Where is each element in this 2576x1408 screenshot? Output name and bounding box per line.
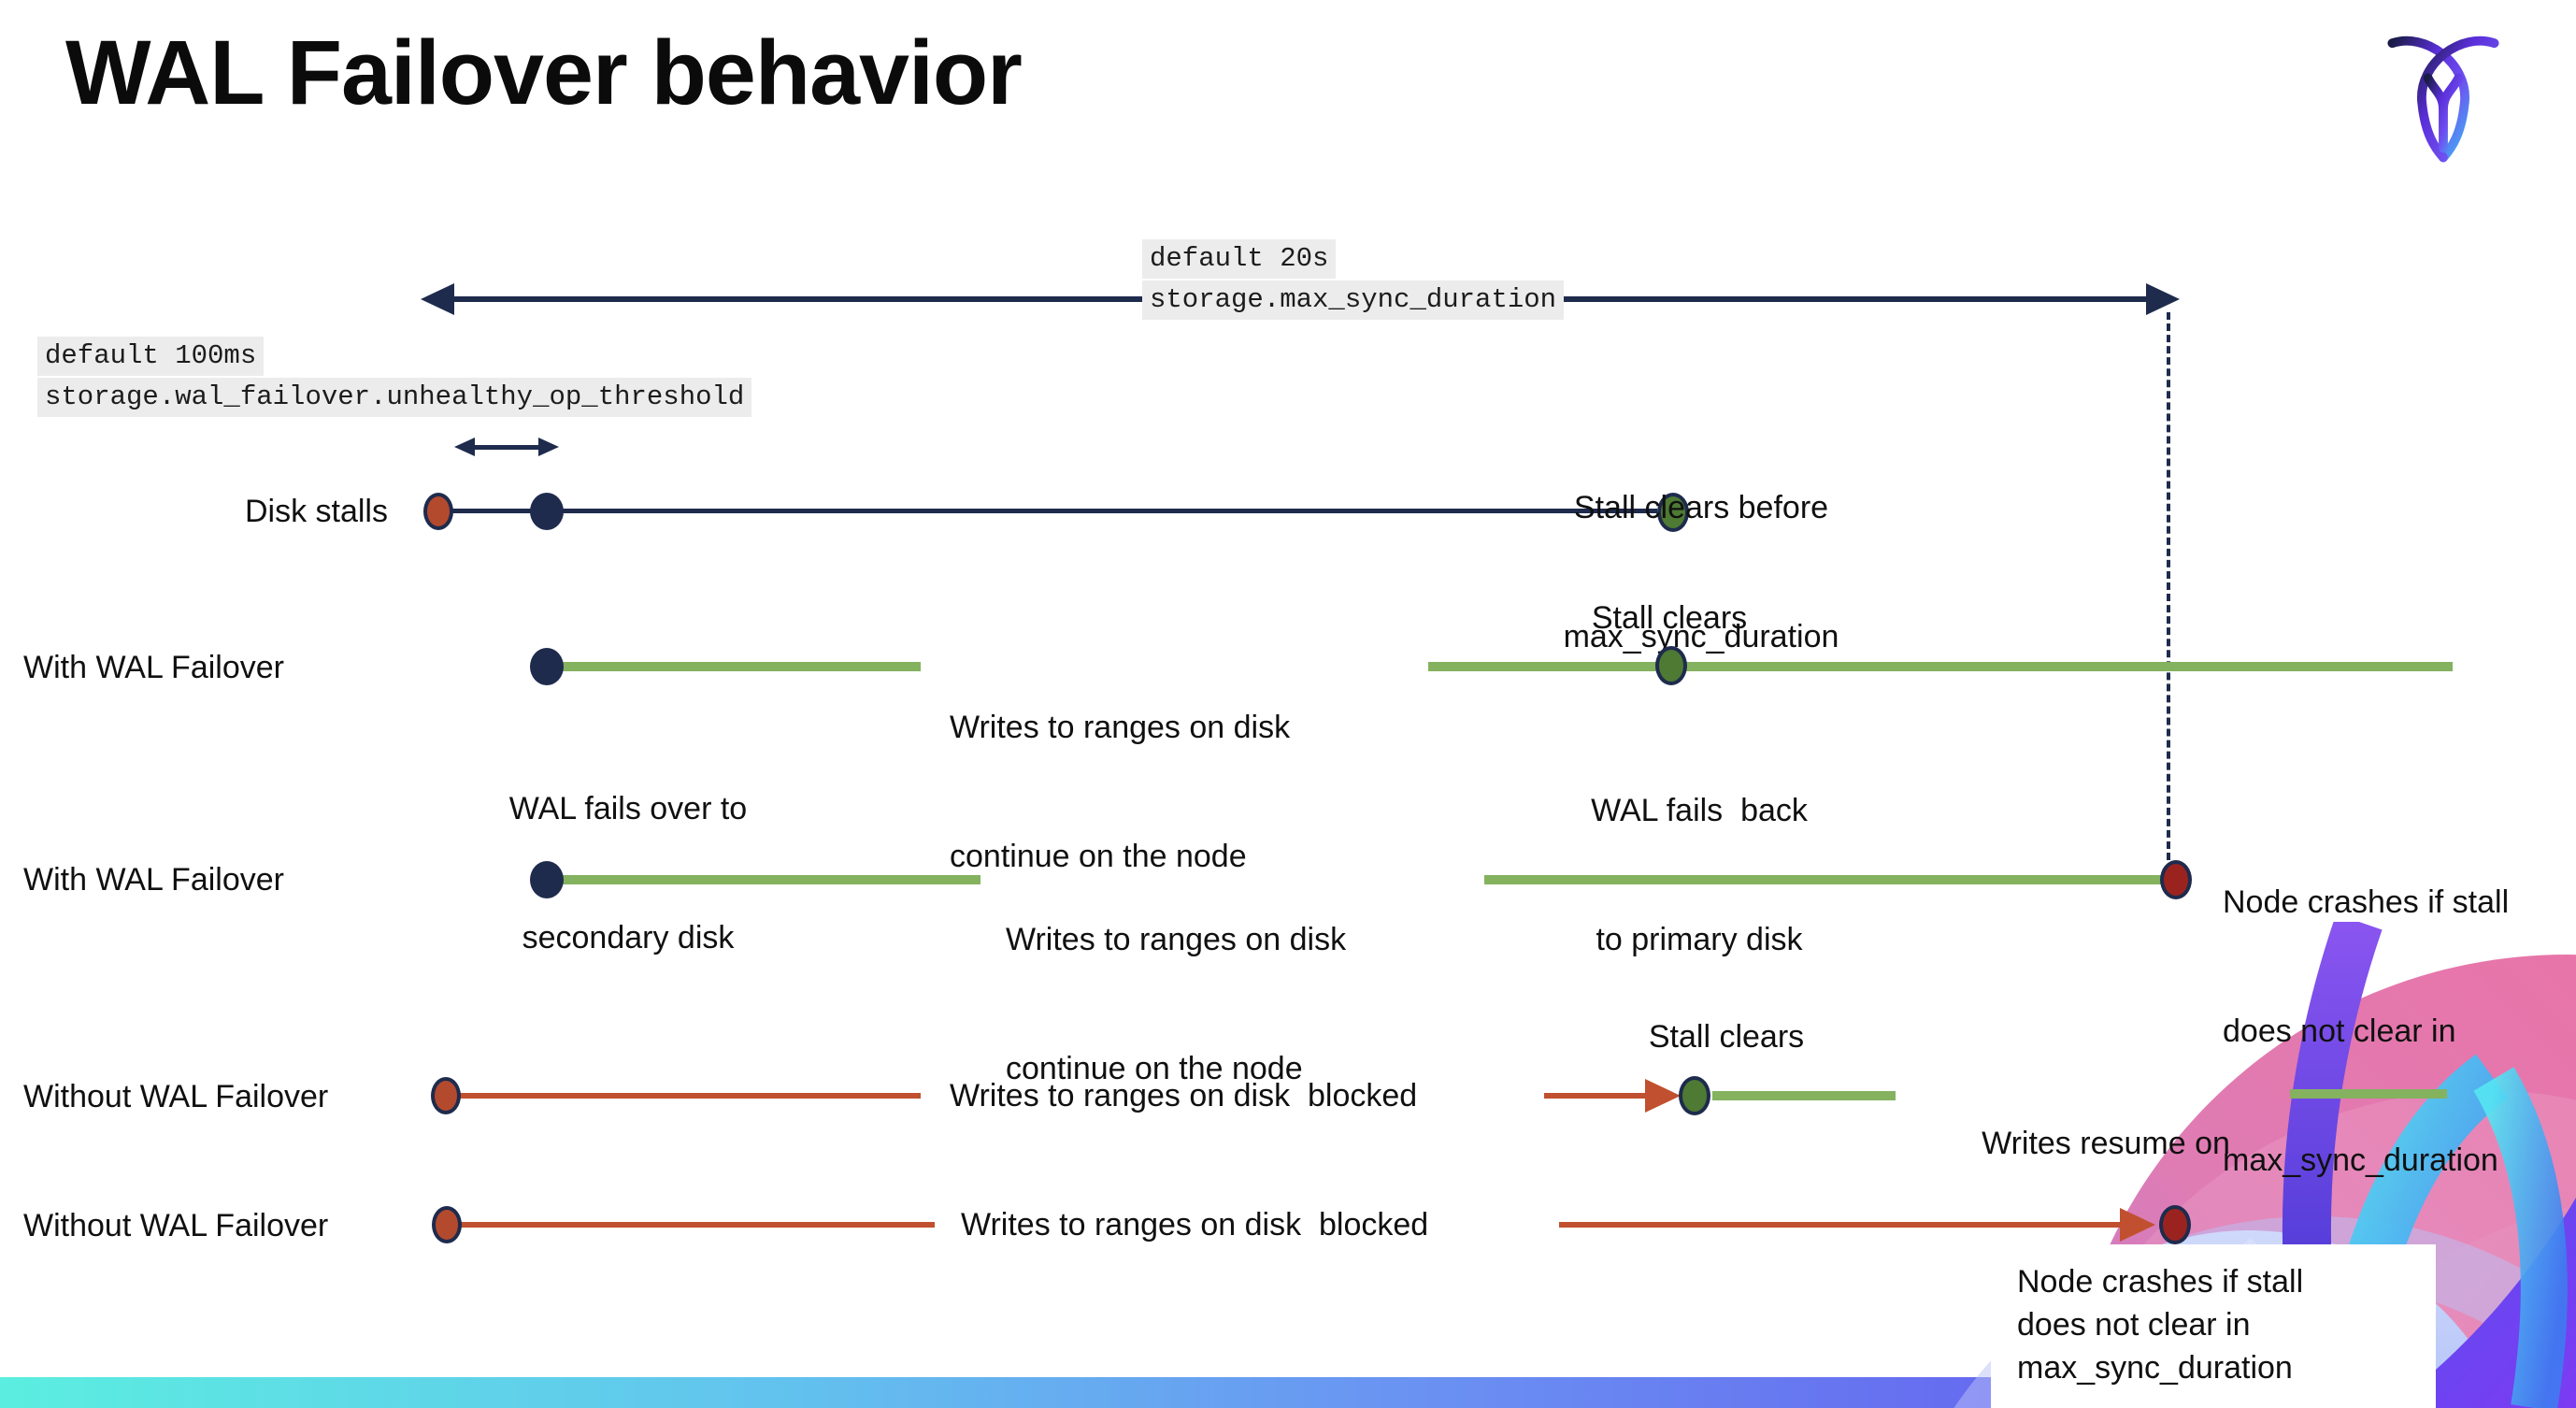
stall-clear-dot-2 (1655, 646, 1687, 685)
writes-continue-line-1a (562, 662, 921, 671)
note-stall-clears-before: Stall clears before max_sync_duration (1563, 490, 1839, 654)
row-label-with-wal-2: With WAL Failover (23, 862, 284, 898)
writes-resume-line-a (1712, 1091, 1896, 1100)
cockroachdb-logo-icon (2387, 36, 2499, 163)
row-label-without-wal-2: Without WAL Failover (23, 1208, 329, 1243)
stall-start-dot-2 (431, 1077, 461, 1114)
page-title: WAL Failover behavior (65, 22, 1023, 123)
arrowhead-left-icon (421, 283, 454, 315)
stall-start-dot (423, 493, 453, 530)
writes-continue-line-2b (1484, 875, 2161, 884)
writes-continue-line-1b (1428, 662, 2453, 671)
note-writes-continue-1: Writes to ranges on disk continue on the… (950, 710, 1291, 874)
red-arrowhead-icon-1 (1645, 1079, 1681, 1113)
unhealthy-op-default-label: default 100ms (37, 337, 265, 376)
wal-failover-dot-1 (530, 648, 564, 685)
row-label-without-wal-1: Without WAL Failover (23, 1079, 329, 1114)
writes-resume-line-b (2290, 1089, 2447, 1099)
max-sync-boundary-dashed-line (2167, 312, 2170, 860)
row-label-disk-stalls: Disk stalls (244, 494, 388, 529)
writes-blocked-line-1a (459, 1093, 921, 1099)
note-writes-blocked-1: Writes to ranges on disk blocked (950, 1078, 1418, 1113)
stall-start-dot-3 (432, 1206, 462, 1243)
unhealthy-op-arrow-line (471, 445, 542, 450)
max-sync-default-label: default 20s (1142, 239, 1337, 279)
note-node-crashes-2: Node crashes if stall does not clear in … (2017, 1264, 2304, 1386)
small-arrowhead-right-icon (538, 438, 559, 456)
writes-continue-line-2a (562, 875, 980, 884)
red-arrowhead-icon-2 (2120, 1208, 2155, 1242)
wal-failover-dot-2 (530, 861, 564, 898)
stall-clear-dot (1657, 493, 1689, 532)
arrowhead-right-icon (2146, 283, 2180, 315)
node-crash-dot-2 (2159, 1205, 2191, 1244)
unhealthy-op-setting-label: storage.wal_failover.unhealthy_op_thresh… (37, 378, 752, 417)
note-wal-fails-over: WAL fails over to secondary disk (508, 791, 748, 955)
node-crash-dot-1 (2160, 860, 2192, 899)
disk-stalls-timeline (438, 509, 1657, 513)
writes-blocked-line-1b (1544, 1093, 1649, 1099)
note-stall-clears-1: Stall clears (1591, 600, 1748, 636)
max-sync-setting-label: storage.max_sync_duration (1142, 280, 1565, 320)
writes-blocked-line-2b (1559, 1222, 2124, 1228)
row-label-with-wal-1: With WAL Failover (23, 650, 284, 685)
note-wal-fails-back: WAL fails back to primary disk (1591, 793, 1808, 957)
writes-blocked-line-2a (460, 1222, 935, 1228)
small-arrowhead-left-icon (454, 438, 475, 456)
note-node-crashes-1: Node crashes if stall does not clear in … (2223, 884, 2510, 1178)
note-writes-blocked-2: Writes to ranges on disk blocked (961, 1207, 1429, 1243)
failover-threshold-dot (530, 493, 564, 530)
note-writes-continue-2: Writes to ranges on disk continue on the… (1006, 922, 1347, 1086)
node-crashes-callout-box (1991, 1244, 2436, 1408)
note-stall-clears-2: Stall clears (1648, 1019, 1805, 1055)
stall-clear-dot-3 (1679, 1076, 1710, 1115)
